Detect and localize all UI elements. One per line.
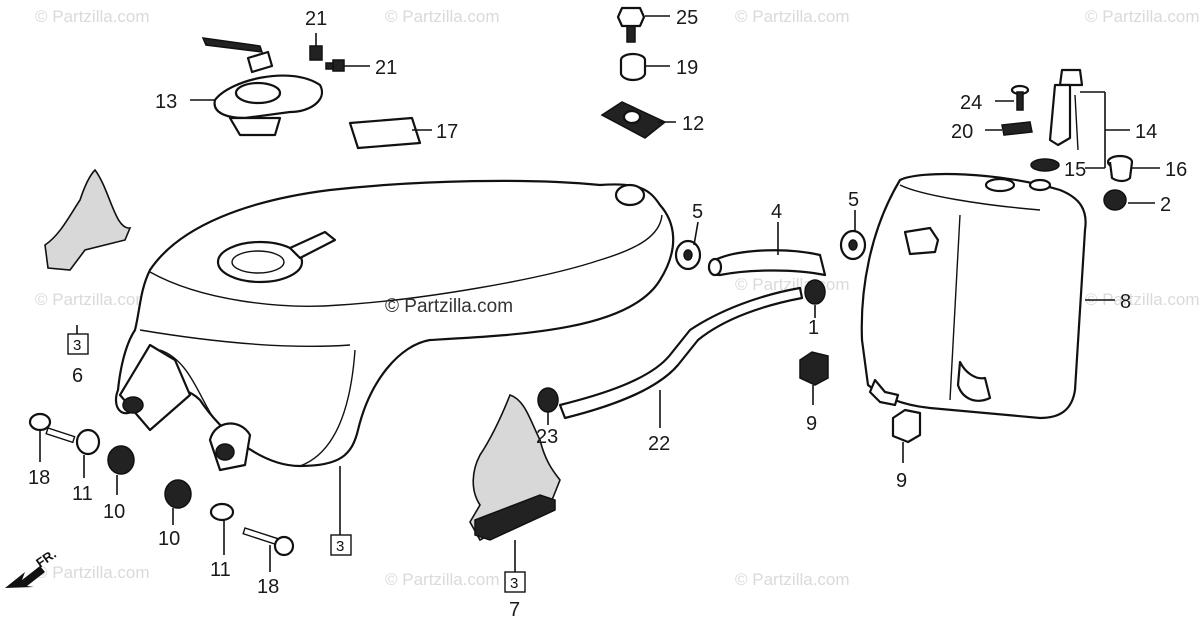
- boxed-callout: 3: [504, 571, 526, 593]
- watermark: © Partzilla.com: [385, 7, 500, 26]
- callout-19: 19: [676, 57, 698, 79]
- callout-10: 10: [158, 528, 180, 550]
- fuel-tank: [114, 179, 675, 472]
- grommet-10: [164, 479, 192, 509]
- leader-lines: [39, 15, 1160, 572]
- hose-4: [707, 249, 827, 277]
- callout-9: 9: [806, 413, 817, 435]
- callout-11: 11: [72, 483, 93, 505]
- clip-20: [1001, 121, 1033, 136]
- grommet-9: [799, 351, 829, 386]
- boxed-callout: 3: [330, 534, 352, 556]
- callout-2: 2: [1160, 194, 1171, 216]
- oil-gauge-14: [1048, 68, 1084, 151]
- callout-15: 15: [1064, 159, 1086, 181]
- grommet-9: [891, 408, 922, 444]
- callout-labels: 21 21 25 19 12 13 17 5 4 5 1 14 24 20 15…: [28, 7, 1187, 621]
- clamp-5: [674, 239, 702, 271]
- callout-6: 6: [72, 365, 83, 387]
- callout-25: 25: [676, 7, 698, 29]
- washer-11: [75, 428, 101, 456]
- caution-label: [348, 116, 422, 150]
- callout-1: 1: [808, 317, 819, 339]
- clip-23: [537, 387, 559, 413]
- watermark: © Partzilla.com: [385, 570, 500, 589]
- callout-21: 21: [375, 57, 397, 79]
- screw-24: [1010, 84, 1030, 111]
- bolt-18: [242, 527, 295, 557]
- bolt-25: [616, 6, 646, 43]
- watermark: © Partzilla.com: [1085, 290, 1200, 309]
- callout-21: 21: [305, 8, 327, 30]
- callout-3: 3: [336, 538, 344, 555]
- callout-14: 14: [1135, 121, 1157, 143]
- callout-7: 7: [509, 599, 520, 621]
- callout-18: 18: [28, 467, 50, 489]
- fuel-valve-12: [600, 101, 667, 139]
- tank-decal: [44, 168, 132, 271]
- cap-2: [1103, 189, 1127, 211]
- bolt-21: [309, 45, 345, 72]
- callout-13: 13: [155, 91, 177, 113]
- callout-11: 11: [210, 559, 231, 581]
- gasket-15: [1030, 158, 1060, 172]
- bolt-18: [28, 412, 76, 444]
- fuel-cap: [201, 37, 323, 137]
- grommet-19: [619, 52, 647, 82]
- oil-tank: [860, 172, 1087, 420]
- callout-18: 18: [257, 576, 279, 598]
- callout-10: 10: [103, 501, 125, 523]
- clamp-5: [839, 229, 867, 261]
- tank-emblem: [469, 394, 561, 542]
- callout-4: 4: [771, 201, 782, 223]
- callout-5: 5: [848, 189, 859, 211]
- washer-11: [209, 502, 235, 522]
- callout-12: 12: [682, 113, 704, 135]
- watermark: © Partzilla.com: [735, 7, 850, 26]
- watermark: © Partzilla.com: [35, 290, 150, 309]
- callout-17: 17: [436, 121, 458, 143]
- callout-23: 23: [536, 426, 558, 448]
- callout-8: 8: [1120, 291, 1131, 313]
- watermark-layer: © Partzilla.com © Partzilla.com © Partzi…: [35, 7, 1200, 589]
- boxed-callout: 3: [67, 333, 89, 355]
- hose-22: [558, 286, 804, 420]
- callout-22: 22: [648, 433, 670, 455]
- plug-16: [1106, 154, 1134, 183]
- watermark: © Partzilla.com: [735, 570, 850, 589]
- callout-20: 20: [951, 121, 973, 143]
- callout-24: 24: [960, 92, 982, 114]
- callout-16: 16: [1165, 159, 1187, 181]
- joint-1: [804, 279, 826, 305]
- grommet-10: [107, 445, 135, 475]
- watermark: © Partzilla.com: [35, 7, 150, 26]
- center-watermark: © Partzilla.com: [385, 296, 513, 317]
- callout-9: 9: [896, 470, 907, 492]
- callout-3: 3: [73, 337, 81, 354]
- watermark: © Partzilla.com: [35, 563, 150, 582]
- callout-5: 5: [692, 201, 703, 223]
- watermark: © Partzilla.com: [1085, 7, 1200, 26]
- callout-3: 3: [510, 575, 518, 592]
